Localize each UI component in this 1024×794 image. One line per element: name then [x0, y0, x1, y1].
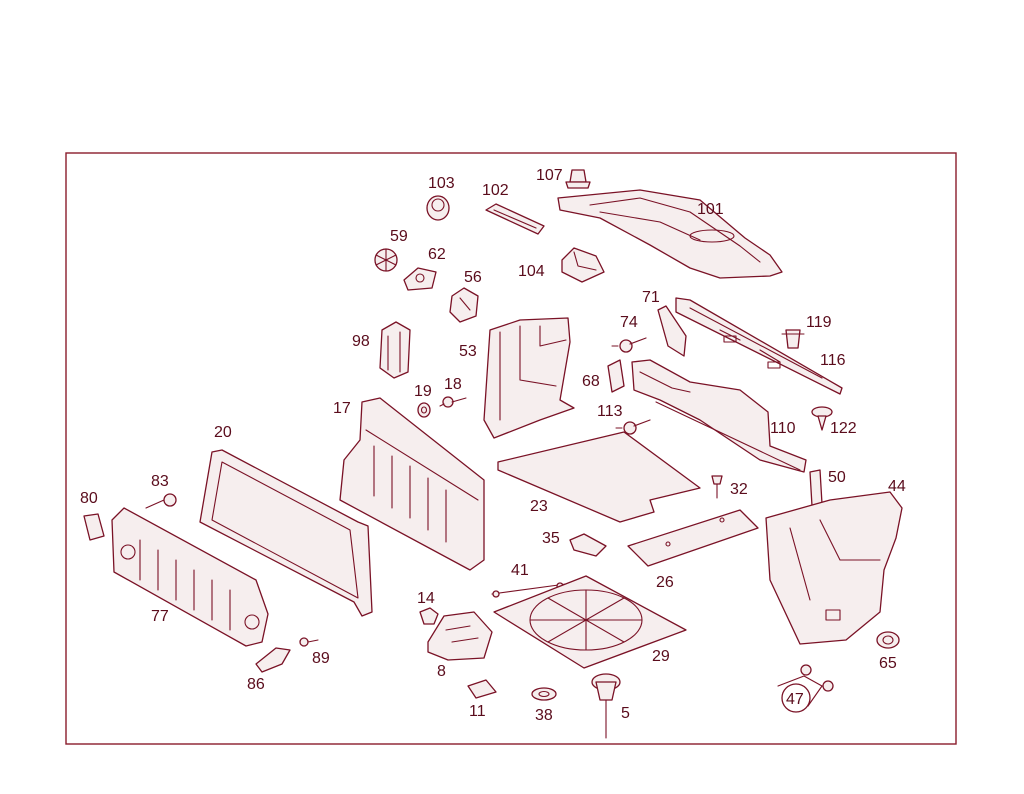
part-68-clip[interactable]: [607, 359, 625, 393]
callout-18: 18: [444, 376, 462, 393]
diagram-frame: [65, 152, 957, 745]
part-59-rosette[interactable]: [374, 248, 398, 272]
part-11-clip[interactable]: [467, 679, 497, 699]
part-38-ring[interactable]: [531, 687, 557, 701]
callout-11: 11: [469, 703, 486, 720]
part-65-grommet[interactable]: [876, 631, 900, 649]
part-19-washer[interactable]: [417, 402, 431, 418]
callout-59: 59: [390, 228, 408, 245]
part-74-screw[interactable]: [611, 337, 647, 353]
callout-104: 104: [518, 263, 545, 280]
callout-65: 65: [879, 655, 897, 672]
callout-8: 8: [437, 663, 446, 680]
part-44-side-corner-panel[interactable]: [765, 491, 903, 645]
part-29-wheel-tray[interactable]: [493, 575, 687, 669]
part-119-clip[interactable]: [781, 329, 805, 349]
part-14-nut[interactable]: [419, 607, 439, 625]
part-56-cap[interactable]: [449, 287, 479, 323]
callout-5: 5: [621, 705, 630, 722]
callout-68: 68: [582, 373, 600, 390]
callout-101: 101: [697, 201, 724, 218]
callout-62: 62: [428, 246, 446, 263]
callout-74: 74: [620, 314, 638, 331]
part-18-screw[interactable]: [439, 396, 467, 408]
callout-116: 116: [820, 352, 846, 369]
part-113-screw[interactable]: [615, 419, 651, 435]
part-35-clip[interactable]: [569, 533, 607, 557]
callout-122: 122: [830, 420, 857, 437]
callout-89: 89: [312, 650, 330, 667]
callout-50: 50: [828, 469, 846, 486]
callout-86: 86: [247, 676, 265, 693]
part-17-rear-panel[interactable]: [339, 397, 485, 571]
callout-47: 47: [786, 691, 804, 708]
part-77-front-panel[interactable]: [111, 507, 269, 647]
callout-98: 98: [352, 333, 370, 350]
callout-32: 32: [730, 481, 748, 498]
callout-23: 23: [530, 498, 548, 515]
part-50-bracket[interactable]: [809, 469, 823, 507]
part-89-screw[interactable]: [299, 637, 319, 647]
callout-77: 77: [151, 608, 169, 625]
callout-119: 119: [806, 314, 832, 331]
part-32-screw[interactable]: [711, 475, 723, 499]
part-101-trim-panel[interactable]: [557, 189, 783, 279]
callout-113: 113: [597, 403, 623, 420]
callout-29: 29: [652, 648, 670, 665]
callout-14: 14: [417, 590, 435, 607]
callout-26: 26: [656, 574, 674, 591]
part-83-screw[interactable]: [145, 493, 177, 509]
part-80-clip[interactable]: [83, 513, 105, 541]
callout-107: 107: [536, 167, 563, 184]
part-102-handle-strip[interactable]: [485, 203, 545, 235]
callout-19: 19: [414, 383, 432, 400]
callout-17: 17: [333, 400, 351, 417]
part-23-floor-mat[interactable]: [497, 431, 701, 523]
callout-53: 53: [459, 343, 477, 360]
callout-110: 110: [770, 420, 796, 437]
part-107-clip[interactable]: [565, 169, 591, 189]
part-8-holder[interactable]: [427, 611, 493, 661]
part-5-bolt[interactable]: [591, 673, 621, 739]
callout-80: 80: [80, 490, 98, 507]
part-104-lock-bracket[interactable]: [561, 247, 605, 283]
callout-83: 83: [151, 473, 169, 490]
part-122-grommet[interactable]: [811, 406, 833, 431]
callout-20: 20: [214, 424, 232, 441]
callout-56: 56: [464, 269, 482, 286]
part-86-bracket[interactable]: [255, 647, 291, 673]
part-26-mat[interactable]: [627, 509, 759, 567]
callout-103: 103: [428, 175, 455, 192]
callout-44: 44: [888, 478, 906, 495]
part-116-rail[interactable]: [675, 297, 843, 395]
callout-35: 35: [542, 530, 560, 547]
callout-41: 41: [511, 562, 529, 579]
callout-38: 38: [535, 707, 553, 724]
part-47-bolts[interactable]: [777, 664, 834, 713]
part-71-corner-piece[interactable]: [657, 305, 687, 357]
callout-102: 102: [482, 182, 509, 199]
callout-71: 71: [642, 289, 660, 306]
part-110-panel[interactable]: [631, 359, 807, 473]
part-103-cap[interactable]: [426, 195, 450, 221]
part-62-bracket[interactable]: [403, 267, 437, 291]
part-98-bracket[interactable]: [379, 321, 411, 379]
part-53-side-panel[interactable]: [483, 317, 575, 439]
part-20-partition-frame[interactable]: [199, 449, 373, 617]
